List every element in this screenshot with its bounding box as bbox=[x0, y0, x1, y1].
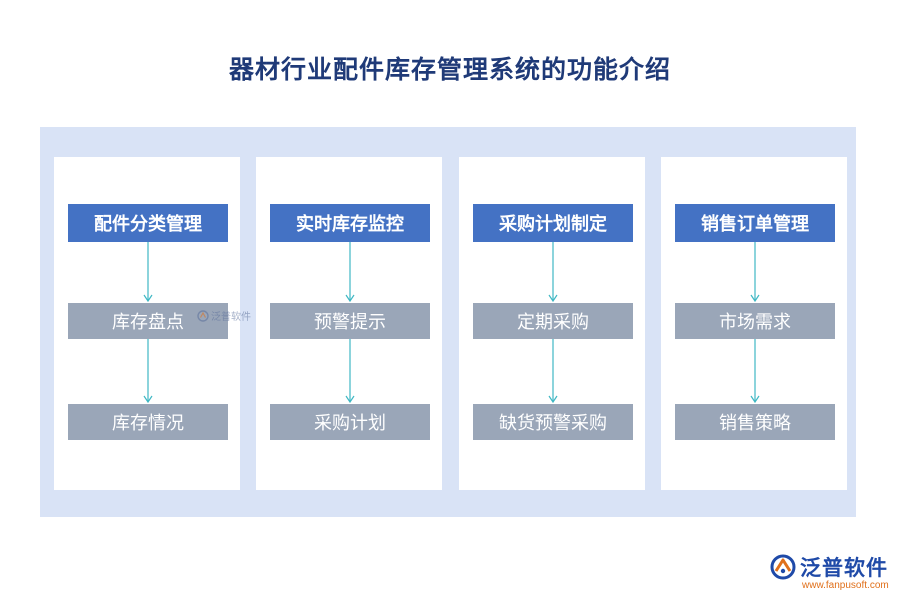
sub-box: 定期采购 bbox=[473, 303, 633, 339]
sub-box: 市场需求 bbox=[675, 303, 835, 339]
head-box: 实时库存监控 bbox=[270, 204, 430, 242]
column-purchase-planning: 采购计划制定 定期采购 缺货预警采购 bbox=[459, 157, 645, 490]
sub-box: 销售策略 bbox=[675, 404, 835, 440]
head-box: 采购计划制定 bbox=[473, 204, 633, 242]
head-box: 配件分类管理 bbox=[68, 204, 228, 242]
page-title: 器材行业配件库存管理系统的功能介绍 bbox=[228, 55, 671, 84]
down-arrow-icon bbox=[345, 242, 355, 303]
down-arrow-icon bbox=[143, 339, 153, 404]
sub-box: 库存情况 bbox=[68, 404, 228, 440]
sub-box: 缺货预警采购 bbox=[473, 404, 633, 440]
column-sales-orders: 销售订单管理 市场需求 销售策略 bbox=[661, 157, 847, 490]
logo-url: www.fanpusoft.com bbox=[802, 580, 889, 591]
down-arrow-icon bbox=[750, 339, 760, 404]
fanpu-logo-icon bbox=[770, 554, 796, 580]
down-arrow-icon bbox=[143, 242, 153, 303]
column-realtime-monitoring: 实时库存监控 预警提示 采购计划 bbox=[256, 157, 442, 490]
watermark: 泛普软件 bbox=[197, 308, 257, 324]
brand-logo: 泛普软件 www.fanpusoft.com bbox=[770, 552, 894, 592]
down-arrow-icon bbox=[750, 242, 760, 303]
down-arrow-icon bbox=[548, 339, 558, 404]
down-arrow-icon bbox=[548, 242, 558, 303]
sub-box: 库存盘点 bbox=[68, 303, 228, 339]
diagram-panel: 配件分类管理 库存盘点 库存情况 实时库存监控 预警提示 采购计划 采购计划制定… bbox=[40, 127, 856, 517]
down-arrow-icon bbox=[345, 339, 355, 404]
fanpu-watermark-icon bbox=[197, 310, 209, 322]
watermark-text: 泛普软件 bbox=[211, 312, 251, 323]
column-parts-classification: 配件分类管理 库存盘点 库存情况 bbox=[54, 157, 240, 490]
sub-box: 采购计划 bbox=[270, 404, 430, 440]
head-box: 销售订单管理 bbox=[675, 204, 835, 242]
logo-name: 泛普软件 bbox=[800, 556, 888, 580]
sub-box: 预警提示 bbox=[270, 303, 430, 339]
